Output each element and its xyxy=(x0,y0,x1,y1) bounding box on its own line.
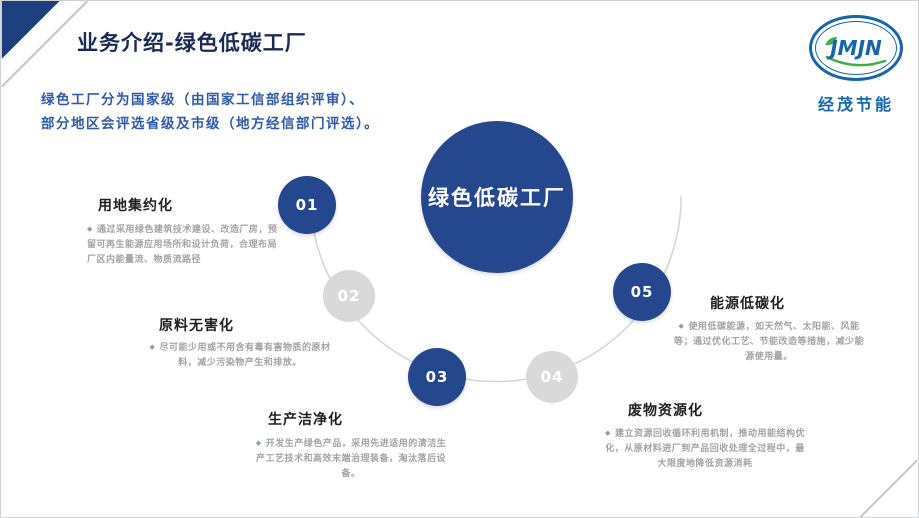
item-desc-material: ◆尽可能少用或不用含有毒有害物质的原材料，减少污染物产生和排放。 xyxy=(144,341,336,371)
center-circle: 绿色低碳工厂 xyxy=(421,121,573,273)
item-desc-production-text: 开发生产绿色产品，采用先进适用的清洁生产工艺技术和高效末端治理装备，淘汰落后设备… xyxy=(255,439,447,479)
company-name: 经茂节能 xyxy=(817,95,894,114)
item-desc-waste-text: 建立资源回收循环利用机制，推动用能结构优化，从原材料进厂到产品回收处理全过程中，… xyxy=(605,429,805,469)
item-desc-waste: ◆建立资源回收循环利用机制，推动用能结构优化，从原材料进厂到产品回收处理全过程中… xyxy=(602,427,808,472)
subtitle-line-1: 绿色工厂分为国家级（由国家工信部组织评审）、 xyxy=(41,92,365,108)
bullet-icon: ◆ xyxy=(255,439,262,447)
bullet-icon: ◆ xyxy=(149,343,156,351)
company-logo: JMJN xyxy=(809,15,903,81)
bullet-icon: ◆ xyxy=(678,322,685,330)
step-circle-01: 01 xyxy=(278,176,336,234)
bullet-icon: ◆ xyxy=(87,225,93,233)
corner-line-topleft xyxy=(1,1,89,88)
center-circle-label: 绿色低碳工厂 xyxy=(428,186,566,210)
item-title-production: 生产洁净化 xyxy=(268,412,343,428)
item-desc-land: ◆通过采用绿色建筑技术建设、改造厂房，预留可再生能源应用场所和设计负荷，合理布局… xyxy=(87,223,283,268)
step-circle-04: 04 xyxy=(526,351,578,403)
step-circle-02: 02 xyxy=(323,270,375,322)
logo-inner-ring xyxy=(815,21,897,75)
step-number-05: 05 xyxy=(630,283,654,301)
item-title-waste: 废物资源化 xyxy=(628,403,703,419)
step-circle-05: 05 xyxy=(613,263,671,321)
logo-leaf-icon xyxy=(825,37,887,67)
step-circle-03: 03 xyxy=(408,348,466,406)
item-desc-production: ◆开发生产绿色产品，采用先进适用的清洁生产工艺技术和高效末端治理装备，淘汰落后设… xyxy=(253,437,449,482)
logo-text: JMJN xyxy=(830,36,882,60)
item-title-material: 原料无害化 xyxy=(159,318,234,334)
item-desc-material-text: 尽可能少用或不用含有毒有害物质的原材料，减少污染物产生和排放。 xyxy=(159,343,331,368)
item-desc-land-text: 通过采用绿色建筑技术建设、改造厂房，预留可再生能源应用场所和设计负荷，合理布局厂… xyxy=(87,225,278,265)
item-title-land: 用地集约化 xyxy=(98,198,173,214)
logo-ring: JMJN xyxy=(809,15,903,81)
page-title: 业务介绍-绿色低碳工厂 xyxy=(77,31,307,55)
item-desc-energy-text: 使用低碳能源，如天然气、太阳能、风能等；通过优化工艺、节能改造等措施，减少能源使… xyxy=(673,322,864,362)
step-number-03: 03 xyxy=(425,368,449,386)
subtitle-line-2: 部分地区会评选省级及市级（地方经信部门评选）。 xyxy=(41,116,380,132)
corner-line-bottomright xyxy=(859,459,918,517)
bullet-icon: ◆ xyxy=(605,429,611,437)
corner-triangle-icon xyxy=(1,1,60,59)
step-number-04: 04 xyxy=(540,368,564,386)
step-number-02: 02 xyxy=(337,287,361,305)
item-desc-energy: ◆使用低碳能源，如天然气、太阳能、风能等；通过优化工艺、节能改造等措施，减少能源… xyxy=(673,320,865,365)
step-number-01: 01 xyxy=(295,196,319,214)
item-title-energy: 能源低碳化 xyxy=(710,296,785,312)
